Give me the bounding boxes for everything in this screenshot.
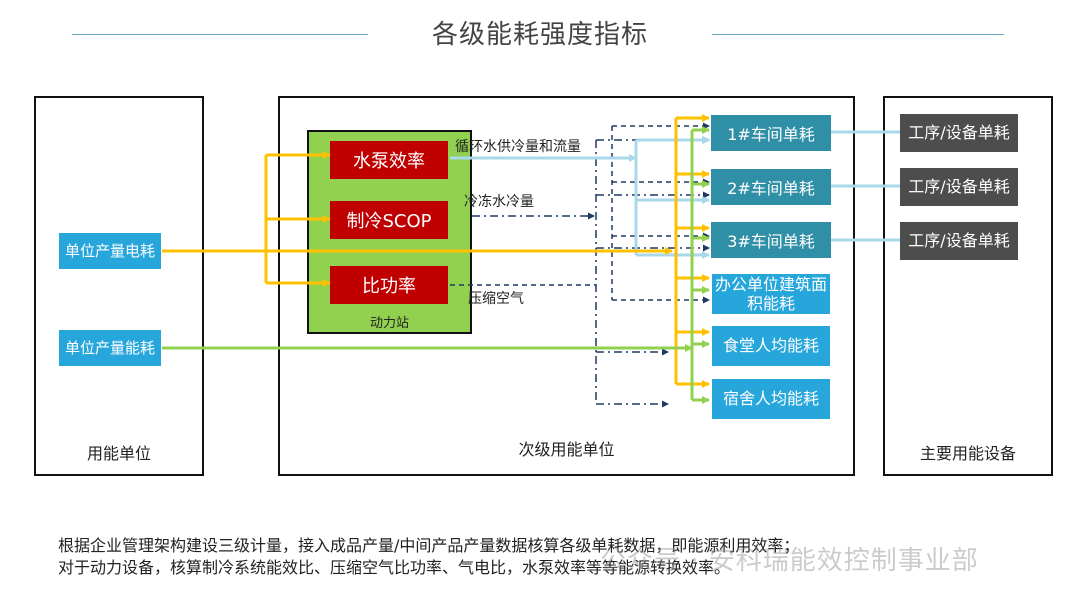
section-label-energy-unit: 用能单位 [86, 444, 151, 463]
footer-line-1: 根据企业管理架构建设三级计量，接入成品产量/中间产品产量数据核算各级单耗数据，即… [58, 536, 800, 555]
box-canteen-per-capita: 食堂人均能耗 [711, 325, 831, 367]
box-workshop-2: 2#车间单耗 [711, 169, 831, 205]
box-device-3: 工序/设备单耗 [900, 222, 1018, 260]
footer-line-2: 对于动力设备，核算制冷系统能效比、压缩空气比功率、气电比，水泵效率等等能源转换效… [58, 558, 731, 577]
box-device-1: 工序/设备单耗 [900, 114, 1018, 152]
watermark: 公众号 · 安科瑞能效控制事业部 [600, 546, 979, 576]
label-circulating-water: 循环水供冷量和流量 [455, 139, 581, 155]
box-unit-electricity: 单位产量电耗 [58, 232, 162, 270]
page-title: 各级能耗强度指标 [431, 20, 648, 50]
label-compressed-air: 压缩空气 [468, 291, 524, 307]
section-main-equipment: 主要用能设备 [883, 96, 1053, 476]
box-workshop-1: 1#车间单耗 [711, 115, 831, 151]
box-office-area-energy: 办公单位建筑面积能耗 [711, 273, 831, 315]
section-energy-unit: 用能单位 [34, 96, 204, 476]
section-label-main-equipment: 主要用能设备 [919, 444, 1016, 463]
box-dormitory-per-capita: 宿舍人均能耗 [711, 378, 831, 420]
label-chilled-water: 冷冻水冷量 [464, 194, 534, 210]
title-rule-left [72, 34, 368, 35]
box-device-2: 工序/设备单耗 [900, 168, 1018, 206]
box-unit-energy: 单位产量能耗 [58, 329, 162, 367]
box-cooling-scop: 制冷SCOP [330, 201, 448, 239]
section-label-secondary-unit: 次级用能单位 [518, 440, 615, 459]
box-specific-power: 比功率 [330, 266, 448, 304]
title-rule-right [712, 34, 1004, 35]
footer-text: 根据企业管理架构建设三级计量，接入成品产量/中间产品产量数据核算各级单耗数据，即… [58, 535, 1048, 579]
box-workshop-3: 3#车间单耗 [711, 222, 831, 258]
power-station-label: 动力站 [369, 316, 409, 331]
box-pump-efficiency: 水泵效率 [330, 141, 448, 179]
